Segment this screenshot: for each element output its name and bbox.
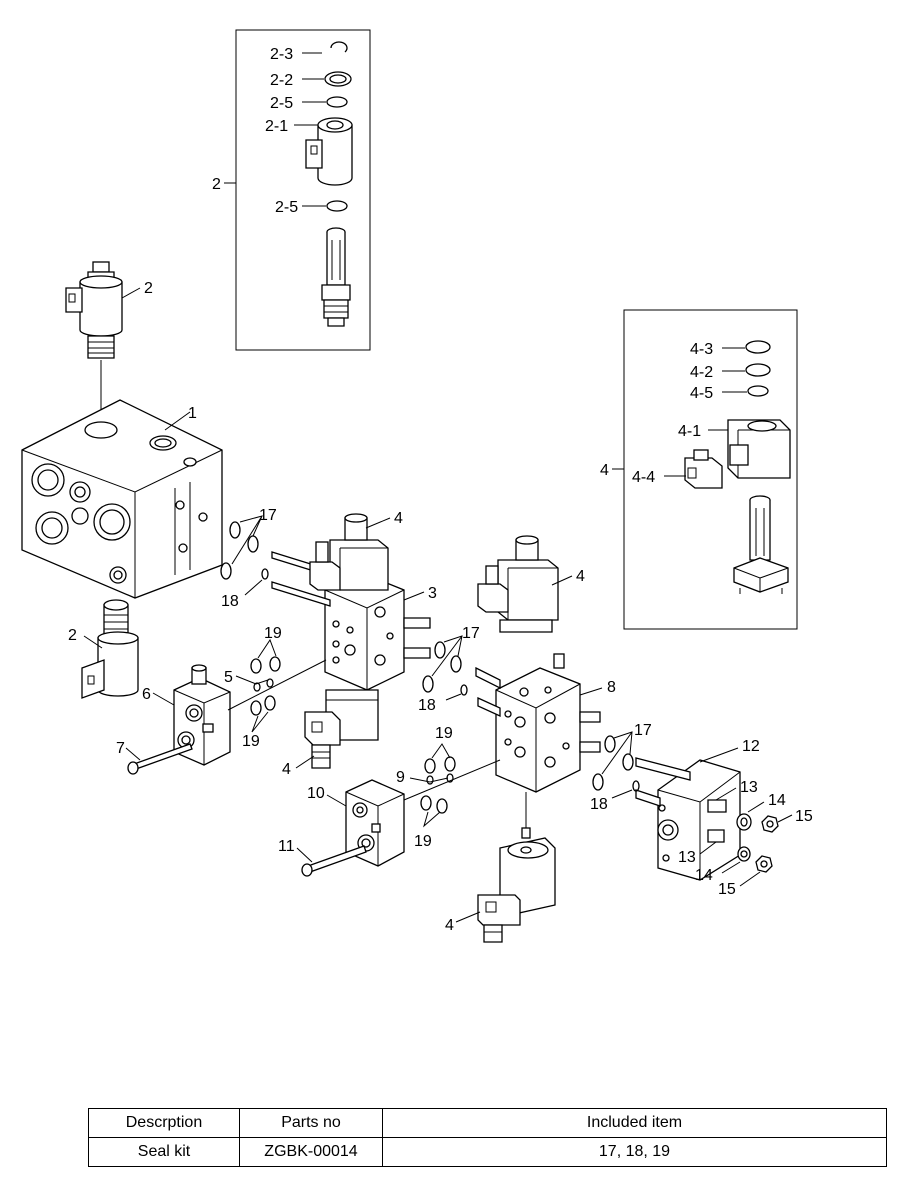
callout-19-upper-left: 19 [264, 625, 282, 642]
o-ring-2-5 [326, 96, 348, 108]
callout-11: 11 [278, 838, 295, 855]
callout-7: 7 [116, 740, 125, 757]
callout-19-lower-left: 19 [242, 733, 260, 750]
callout-2-detail: 2 [212, 176, 221, 193]
header-description: Descrption [88, 1108, 240, 1138]
snap-ring-2-3 [330, 41, 348, 53]
callout-8: 8 [607, 679, 616, 696]
callout-1: 1 [188, 405, 197, 422]
callout-4-detail: 4 [600, 462, 609, 479]
callout-18-right: 18 [590, 796, 608, 813]
callout-18-left: 18 [221, 593, 239, 610]
callout-14-lower: 14 [695, 867, 713, 884]
cartridge-2 [321, 227, 351, 327]
header-parts-no: Parts no [239, 1108, 383, 1138]
nut-15-upper [761, 815, 779, 833]
o-ring-4-5 [747, 385, 769, 397]
table-header-row: Descrption Parts no Included item [88, 1108, 887, 1138]
exploded-parts-diagram: 2-3 2-2 2-5 2-1 2 2-5 4-3 4-2 4-5 4-1 4 … [21, 29, 813, 943]
callout-18-center: 18 [418, 697, 436, 714]
washer-14-upper [736, 813, 752, 831]
cell-description: Seal kit [88, 1137, 240, 1167]
callout-4-5: 4-5 [690, 385, 713, 402]
valve-block-3 [271, 513, 431, 769]
block-10 [345, 779, 405, 867]
callout-14-upper: 14 [768, 792, 786, 809]
table-row: Seal kit ZGBK-00014 17, 18, 19 [88, 1137, 887, 1167]
callout-9: 9 [396, 769, 405, 786]
callout-4-bottom: 4 [445, 917, 454, 934]
callout-15-upper: 15 [795, 808, 813, 825]
callout-2-2: 2-2 [270, 72, 293, 89]
solenoid-valve-4-bottom [477, 827, 556, 943]
cartridge-4 [733, 495, 789, 594]
o-ring-2-5-lower [326, 200, 348, 212]
callout-4-center-top: 4 [394, 510, 403, 527]
callout-19-upper-center: 19 [435, 725, 453, 742]
callout-2-5-lower: 2-5 [275, 199, 298, 216]
callout-6: 6 [142, 686, 151, 703]
callout-17-left: 17 [259, 507, 277, 524]
callout-17-right: 17 [634, 722, 652, 739]
callout-4-center-bottom: 4 [282, 761, 291, 778]
callout-4-1: 4-1 [678, 423, 701, 440]
callout-5: 5 [224, 669, 233, 686]
callout-12: 12 [742, 738, 760, 755]
ring-4-2 [745, 363, 771, 377]
valve-block-1 [21, 399, 223, 599]
bolt-7 [127, 743, 193, 775]
ring-4-3 [745, 340, 771, 354]
detail-box-solenoid-valve-4 [612, 309, 798, 630]
callout-17-center: 17 [462, 625, 480, 642]
callout-15-lower: 15 [718, 881, 736, 898]
callout-10: 10 [307, 785, 325, 802]
cell-parts-no: ZGBK-00014 [239, 1137, 383, 1167]
seal-kit-table: Descrption Parts no Included item Seal k… [88, 1108, 887, 1167]
callout-4-3: 4-3 [690, 341, 713, 358]
callout-2-5: 2-5 [270, 95, 293, 112]
solenoid-valve-2-lower [81, 599, 139, 699]
callout-19-lower-center: 19 [414, 833, 432, 850]
washer-14-lower [737, 846, 751, 862]
seal-group-17-18-left [220, 521, 269, 580]
solenoid-valve-2-top [65, 261, 123, 359]
callout-2-1: 2-1 [265, 118, 288, 135]
callout-13-upper: 13 [740, 779, 758, 796]
coil-2-1 [305, 117, 353, 186]
callout-2-top: 2 [144, 280, 153, 297]
solenoid-valve-4-right [477, 535, 559, 633]
callout-3: 3 [428, 585, 437, 602]
seal-group-17-18-right [592, 735, 640, 792]
callout-4-4: 4-4 [632, 469, 655, 486]
callout-2-3: 2-3 [270, 46, 293, 63]
callout-2-lower: 2 [68, 627, 77, 644]
callout-13-lower: 13 [678, 849, 696, 866]
bolt-11 [301, 845, 367, 877]
seal-group-5-19-left [250, 656, 281, 716]
seal-group-9-19-center [420, 756, 456, 814]
connector-4-4 [684, 449, 723, 489]
header-included-item: Included item [382, 1108, 887, 1138]
valve-block-8 [475, 653, 601, 793]
coil-4-1 [727, 419, 791, 479]
seal-group-17-18-center [422, 641, 468, 696]
callout-4-2: 4-2 [690, 364, 713, 381]
nut-15-lower [755, 855, 773, 873]
cell-included-item: 17, 18, 19 [382, 1137, 887, 1167]
detail-box-solenoid-valve-2 [224, 29, 371, 351]
callout-labels: 2-3 2-2 2-5 2-1 2 2-5 4-3 4-2 4-5 4-1 4 … [68, 46, 813, 934]
callout-4-right: 4 [576, 568, 585, 585]
washer-2-2 [324, 71, 352, 87]
